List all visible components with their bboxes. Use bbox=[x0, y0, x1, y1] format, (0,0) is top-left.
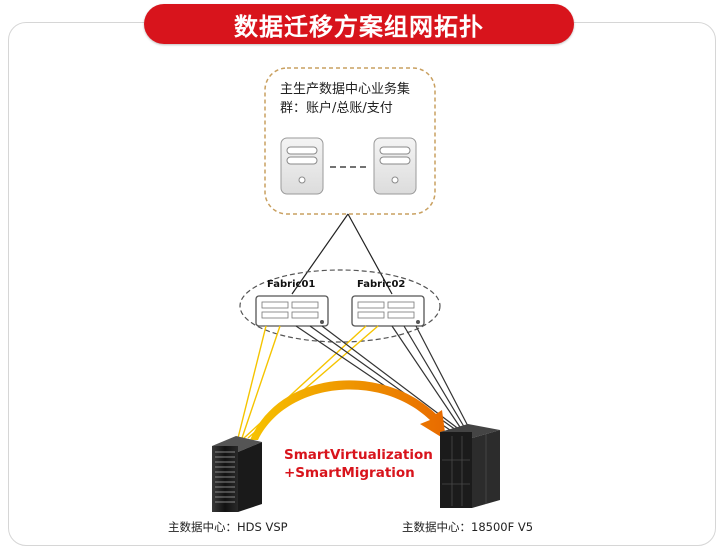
migration-line-1: SmartVirtualization bbox=[284, 447, 433, 463]
cluster-link bbox=[291, 213, 349, 295]
fabric-01-label: Fabric01 bbox=[267, 279, 316, 290]
target-storage-label: 主数据中心：18500F V5 bbox=[402, 520, 534, 534]
diagram-title: 数据迁移方案组网拓扑 bbox=[144, 4, 574, 44]
cluster-box bbox=[264, 67, 436, 215]
server-icon bbox=[280, 137, 324, 195]
storage-icon bbox=[212, 436, 262, 512]
storage-icon bbox=[440, 424, 500, 508]
diagram-frame bbox=[8, 22, 716, 546]
server-icon bbox=[373, 137, 417, 195]
source-storage-label: 主数据中心：HDS VSP bbox=[168, 520, 288, 534]
switch-icon bbox=[255, 295, 329, 327]
migration-arrow bbox=[250, 380, 446, 440]
migration-line-2: +SmartMigration bbox=[284, 465, 415, 481]
cluster-link bbox=[347, 213, 393, 295]
fabric-group bbox=[239, 269, 441, 343]
cluster-label: 主生产数据中心业务集群：账户/总账/支付 bbox=[280, 82, 411, 116]
migration-label: SmartVirtualization +SmartMigration bbox=[284, 446, 433, 482]
switch-icon bbox=[351, 295, 425, 327]
fabric-02-label: Fabric02 bbox=[357, 279, 406, 290]
